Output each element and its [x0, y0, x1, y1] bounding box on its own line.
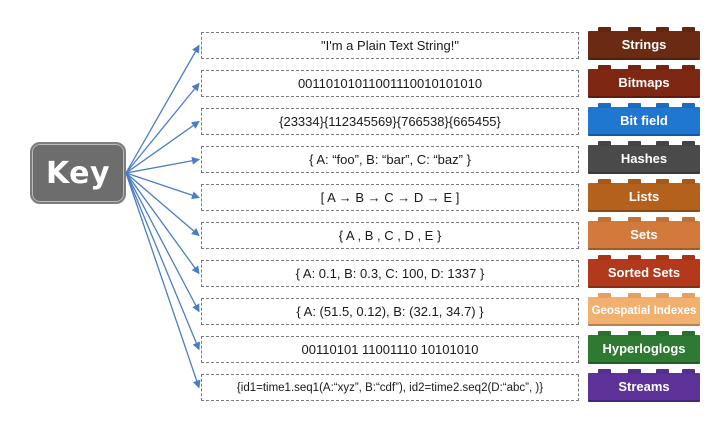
value-box: { A: (51.5, 0.12), B: (32.1, 34.7) }	[201, 298, 579, 325]
data-type-label: Sorted Sets	[607, 265, 681, 280]
arrow-line	[125, 44, 200, 174]
brick-stud-icon	[656, 331, 669, 336]
arrow-line	[125, 82, 200, 174]
value-text: { A: “foo”, B: “bar”, C: “baz” }	[309, 152, 471, 167]
data-type-label: Geospatial Indexes	[591, 304, 697, 317]
value-box: [ A → B → C → D → E ]	[201, 184, 579, 211]
value-box: { A: “foo”, B: “bar”, C: “baz” }	[201, 146, 579, 173]
value-text: { A: 0.1, B: 0.3, C: 100, D: 1337 }	[295, 266, 485, 281]
value-text: {id1=time1.seq1(A:“xyz”, B:“cdf”), id2=t…	[236, 381, 544, 394]
brick-stud-icon	[682, 27, 695, 32]
arrow-line	[125, 156, 200, 174]
value-text: { A , B , C , D , E }	[338, 228, 442, 243]
brick-stud-icon	[682, 179, 695, 184]
brick-stud-icon	[656, 103, 669, 108]
arrow-line	[125, 172, 200, 275]
data-type-brick: Strings	[588, 27, 700, 60]
brick-stud-icon	[598, 255, 611, 260]
value-text: {23334}{112345569}{766538}{665455}	[279, 114, 501, 129]
brick-stud-icon	[598, 141, 611, 146]
data-type-brick: Sets	[588, 217, 700, 250]
data-type-label: Strings	[621, 37, 667, 52]
value-box: 00110101 11001110 10101010	[201, 336, 579, 363]
value-box: { A: 0.1, B: 0.3, C: 100, D: 1337 }	[201, 260, 579, 287]
brick-stud-icon	[598, 103, 611, 108]
brick-stud-icon	[682, 369, 695, 374]
brick-stud-icon	[682, 255, 695, 260]
value-box: "I'm a Plain Text String!"	[201, 32, 579, 59]
brick-stud-icon	[628, 27, 641, 32]
arrows-group	[125, 44, 201, 389]
data-type-brick: Bitmaps	[588, 65, 700, 98]
value-box: {23334}{112345569}{766538}{665455}	[201, 108, 579, 135]
data-type-brick: Bit field	[588, 103, 700, 136]
value-box: {id1=time1.seq1(A:“xyz”, B:“cdf”), id2=t…	[201, 374, 579, 401]
value-text: 00110101 11001110 10101010	[301, 342, 479, 357]
brick-stud-icon	[682, 103, 695, 108]
brick-stud-icon	[598, 369, 611, 374]
brick-stud-icon	[598, 293, 611, 298]
brick-stud-icon	[598, 27, 611, 32]
data-type-label: Hyperloglogs	[602, 341, 686, 356]
data-type-brick: Streams	[588, 369, 700, 402]
brick-stud-icon	[628, 331, 641, 336]
data-type-label: Lists	[628, 189, 660, 204]
brick-stud-icon	[628, 141, 641, 146]
key-node: Key	[30, 142, 126, 204]
brick-stud-icon	[682, 141, 695, 146]
brick-stud-icon	[628, 103, 641, 108]
value-text: { A: (51.5, 0.12), B: (32.1, 34.7) }	[296, 304, 484, 319]
brick-stud-icon	[682, 331, 695, 336]
brick-stud-icon	[656, 255, 669, 260]
data-type-label: Streams	[618, 379, 670, 394]
brick-stud-icon	[628, 217, 641, 222]
data-type-brick: Geospatial Indexes	[588, 293, 700, 326]
data-type-label: Hashes	[620, 151, 668, 166]
data-type-label: Sets	[630, 227, 658, 242]
brick-stud-icon	[598, 65, 611, 70]
brick-stud-icon	[598, 217, 611, 222]
arrow-line	[125, 172, 200, 200]
data-type-label: Bit field	[620, 113, 668, 128]
brick-stud-icon	[628, 65, 641, 70]
brick-stud-icon	[656, 293, 669, 298]
brick-stud-icon	[628, 293, 641, 298]
brick-stud-icon	[656, 65, 669, 70]
brick-stud-icon	[656, 27, 669, 32]
brick-stud-icon	[682, 217, 695, 222]
brick-stud-icon	[656, 141, 669, 146]
key-label: Key	[45, 155, 111, 191]
value-box: { A , B , C , D , E }	[201, 222, 579, 249]
arrow-line	[125, 172, 200, 237]
value-text: [ A → B → C → D → E ]	[320, 190, 460, 205]
brick-stud-icon	[656, 369, 669, 374]
arrow-line	[125, 120, 200, 174]
value-box: 00110101011001110010101010	[201, 70, 579, 97]
brick-stud-icon	[598, 331, 611, 336]
brick-stud-icon	[682, 65, 695, 70]
arrow-line	[125, 172, 201, 351]
brick-stud-icon	[656, 179, 669, 184]
brick-stud-icon	[656, 217, 669, 222]
data-type-brick: Lists	[588, 179, 700, 212]
data-type-label: Bitmaps	[618, 75, 670, 90]
brick-stud-icon	[628, 179, 641, 184]
brick-stud-icon	[682, 293, 695, 298]
arrow-line	[125, 172, 200, 313]
data-type-brick: Hyperloglogs	[588, 331, 700, 364]
value-text: 00110101011001110010101010	[297, 76, 483, 91]
brick-stud-icon	[598, 179, 611, 184]
arrow-line	[125, 172, 201, 389]
brick-stud-icon	[628, 369, 641, 374]
value-text: "I'm a Plain Text String!"	[321, 38, 459, 53]
brick-stud-icon	[628, 255, 641, 260]
data-type-brick: Sorted Sets	[588, 255, 700, 288]
data-type-brick: Hashes	[588, 141, 700, 174]
